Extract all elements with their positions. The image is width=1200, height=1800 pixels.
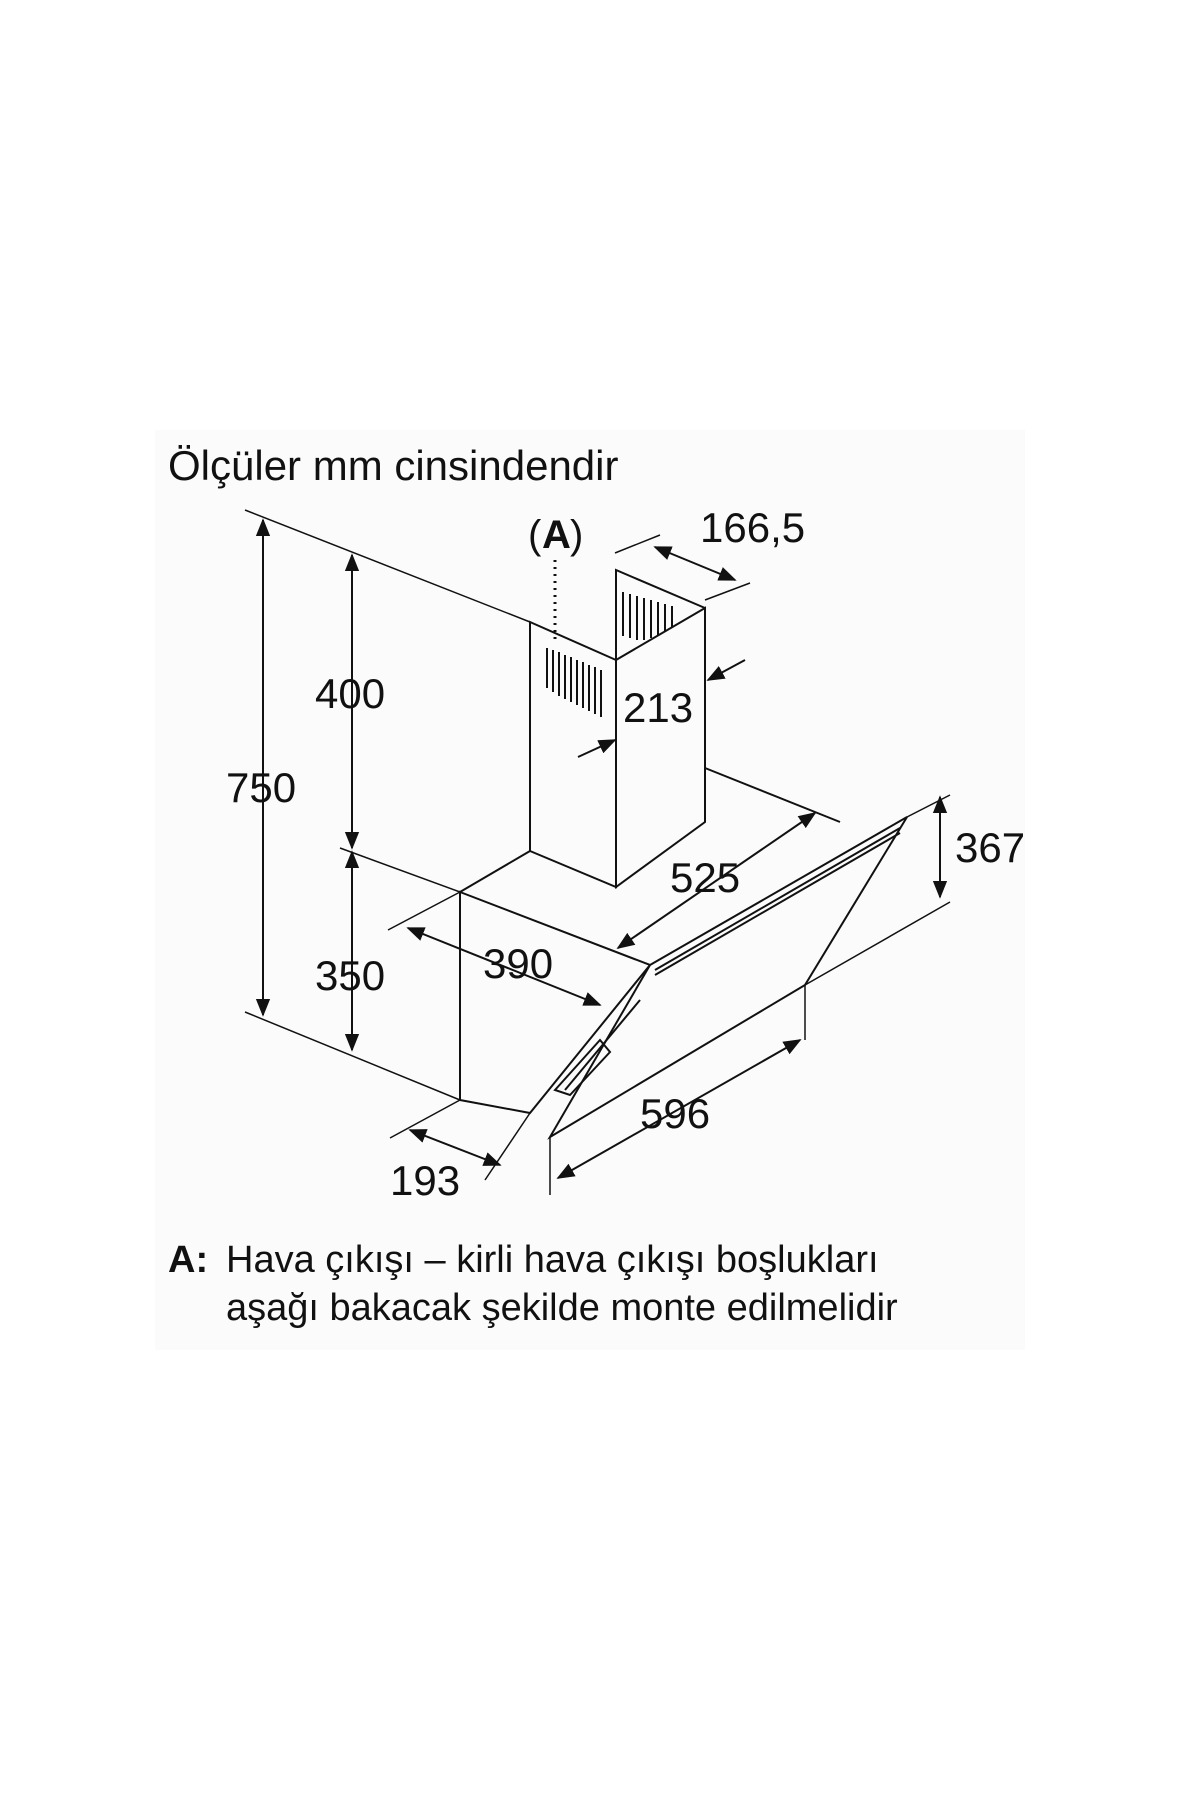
dim-525-line — [616, 811, 817, 950]
label-1665: 166,5 — [700, 504, 805, 551]
extension-lines — [244, 509, 951, 1195]
dim-193-line — [408, 1129, 502, 1166]
svg-text:): ) — [570, 513, 583, 557]
vent-slots-front — [546, 648, 602, 717]
vent-slots-back — [622, 592, 673, 640]
label-350: 350 — [315, 952, 385, 999]
dim-390-line — [406, 927, 602, 1006]
chimney-front — [529, 620, 617, 889]
dim-596-line — [556, 1039, 802, 1179]
dim-213-arrow-bottom — [577, 739, 617, 758]
dimension-lines — [255, 518, 948, 1179]
dim-1665-line — [653, 546, 737, 581]
body-top-left — [459, 850, 531, 893]
label-367: 367 — [955, 824, 1025, 871]
dim-213-arrow-top — [706, 659, 746, 681]
svg-text:(: ( — [528, 513, 542, 557]
units-note: Ölçüler mm cinsindendir — [168, 442, 619, 489]
outlet-marker-letter: A — [542, 513, 571, 557]
label-525: 525 — [670, 854, 740, 901]
label-193: 193 — [390, 1157, 460, 1204]
label-390: 390 — [483, 940, 553, 987]
legend-line-2: aşağı bakacak şekilde monte edilmelidir — [226, 1287, 898, 1329]
legend-line-1: Hava çıkışı – kirli hava çıkışı boşlukla… — [226, 1239, 879, 1281]
diagram-background — [155, 430, 1025, 1350]
label-213: 213 — [623, 684, 693, 731]
outlet-marker: ( A ) — [528, 513, 583, 557]
legend-key: A: — [168, 1239, 209, 1281]
body-top-right — [704, 767, 841, 823]
label-596: 596 — [640, 1090, 710, 1137]
label-400: 400 — [315, 670, 385, 717]
body-side — [459, 890, 652, 1115]
chimney-side — [615, 606, 706, 889]
label-750: 750 — [226, 764, 296, 811]
